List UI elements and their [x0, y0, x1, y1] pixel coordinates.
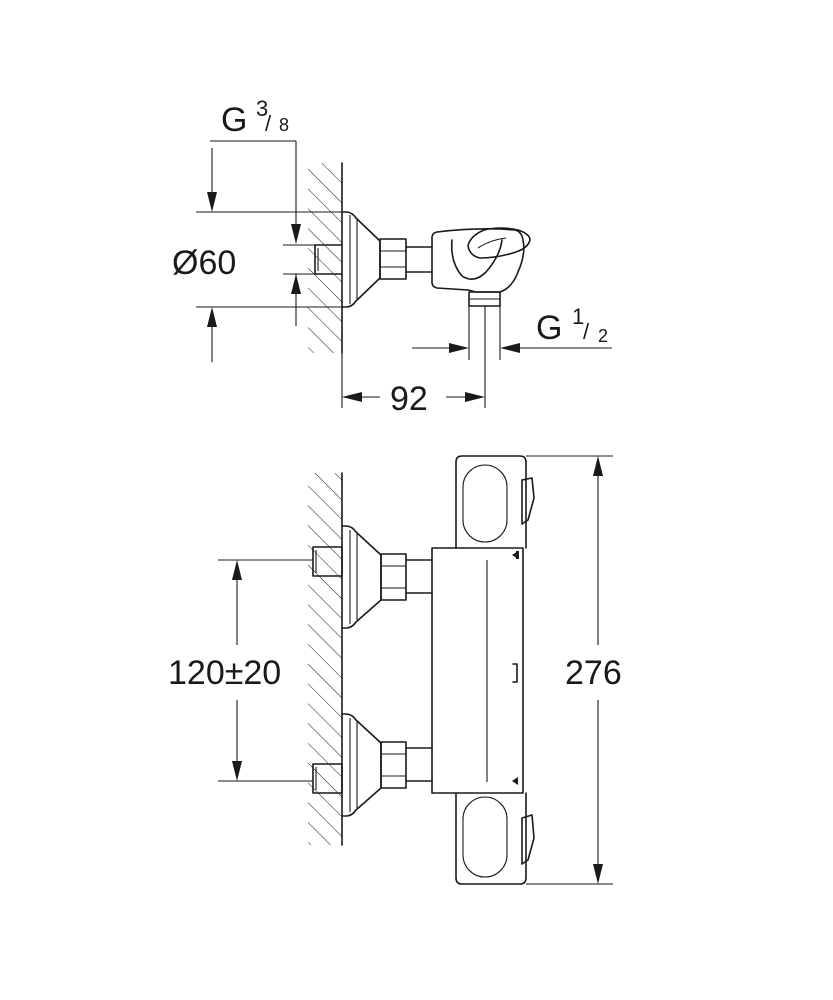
inlet-spacing-label: 120±20: [168, 654, 281, 692]
dim-g12: G 1 / 2: [412, 304, 612, 360]
flange-side: [341, 211, 381, 308]
dim-92: 92: [341, 306, 486, 418]
total-height-label: 276: [565, 654, 622, 692]
diameter-label: Ø60: [172, 244, 236, 282]
front-view: 120±20 276: [168, 455, 622, 885]
g38-denominator: 8: [279, 115, 289, 135]
dim-276: 276: [526, 455, 622, 885]
svg-text:/: /: [265, 111, 272, 136]
dim-g38: G 3 / 8: [210, 96, 315, 326]
thermostat-body-front: [431, 547, 524, 794]
dim-120: 120±20: [168, 559, 313, 782]
inlet-stub-side: [314, 244, 343, 275]
flow-handle: [455, 792, 535, 885]
dim-diameter-60: Ø60: [172, 148, 342, 362]
projection-label: 92: [390, 380, 428, 418]
g12-denominator: 2: [598, 326, 608, 346]
side-view: G 3 / 8 Ø60 G 1 / 2: [172, 96, 612, 418]
temperature-handle: [455, 455, 535, 549]
g38-prefix: G: [221, 101, 247, 139]
nut-side: [379, 238, 433, 280]
g12-prefix: G: [536, 309, 562, 347]
lower-inlet: [312, 713, 433, 817]
g12-numerator: 1: [572, 304, 584, 329]
svg-text:/: /: [583, 319, 590, 344]
wall-top: [308, 162, 343, 354]
upper-inlet: [312, 525, 433, 629]
g38-numerator: 3: [256, 96, 268, 121]
mixer-body-side: [431, 227, 531, 307]
